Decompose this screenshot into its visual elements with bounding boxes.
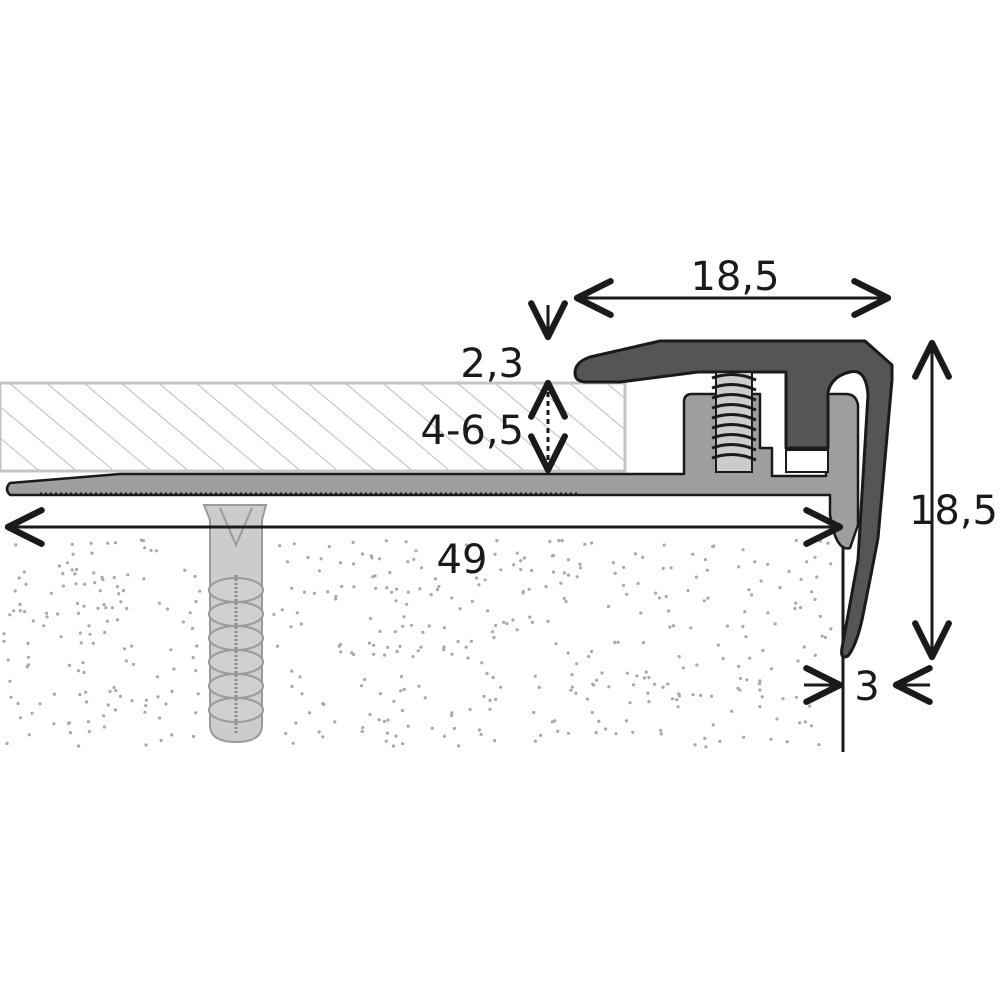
concrete-substrate <box>0 500 845 752</box>
floor-covering <box>0 381 627 473</box>
floor-thickness-label: 4-6,5 <box>421 408 525 454</box>
concrete-dots <box>2 538 833 749</box>
plug-rings <box>208 577 264 723</box>
dark-nosing-insert <box>573 339 894 659</box>
height-label: 18,5 <box>909 488 998 534</box>
screw <box>711 371 757 473</box>
dimension-lines <box>4 278 952 705</box>
base-length-label: 49 <box>437 537 488 583</box>
wall-plug <box>202 504 268 744</box>
aluminium-base-profile <box>5 392 860 550</box>
nose-thickness-label: 3 <box>854 664 879 710</box>
top-width-label: 18,5 <box>690 254 779 300</box>
lip-thickness-label: 2,3 <box>460 341 524 387</box>
dimension-labels: 18,5 2,3 4-6,5 18,5 49 3 <box>421 254 999 710</box>
